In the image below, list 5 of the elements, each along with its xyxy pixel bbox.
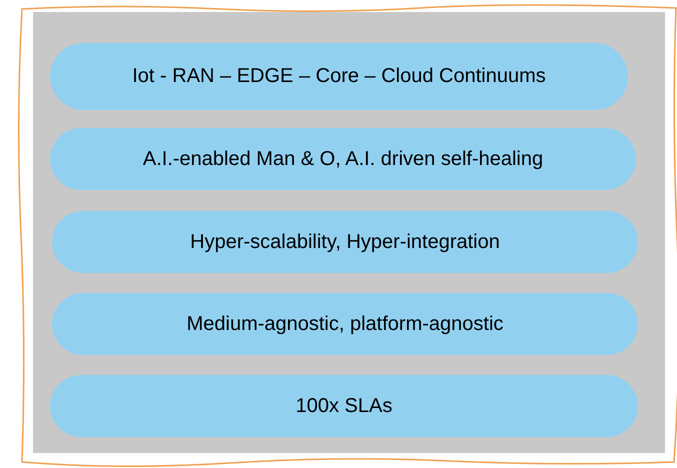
band-label: Medium-agnostic, platform-agnostic: [186, 312, 504, 336]
band-label: Hyper-scalability, Hyper-integration: [190, 230, 500, 254]
band-label: 100x SLAs: [296, 394, 392, 418]
band-label: A.I.-enabled Man & O, A.I. driven self-healing: [142, 148, 544, 170]
band-label: Iot - RAN – EDGE – Core – Cloud Continuums: [132, 65, 546, 88]
